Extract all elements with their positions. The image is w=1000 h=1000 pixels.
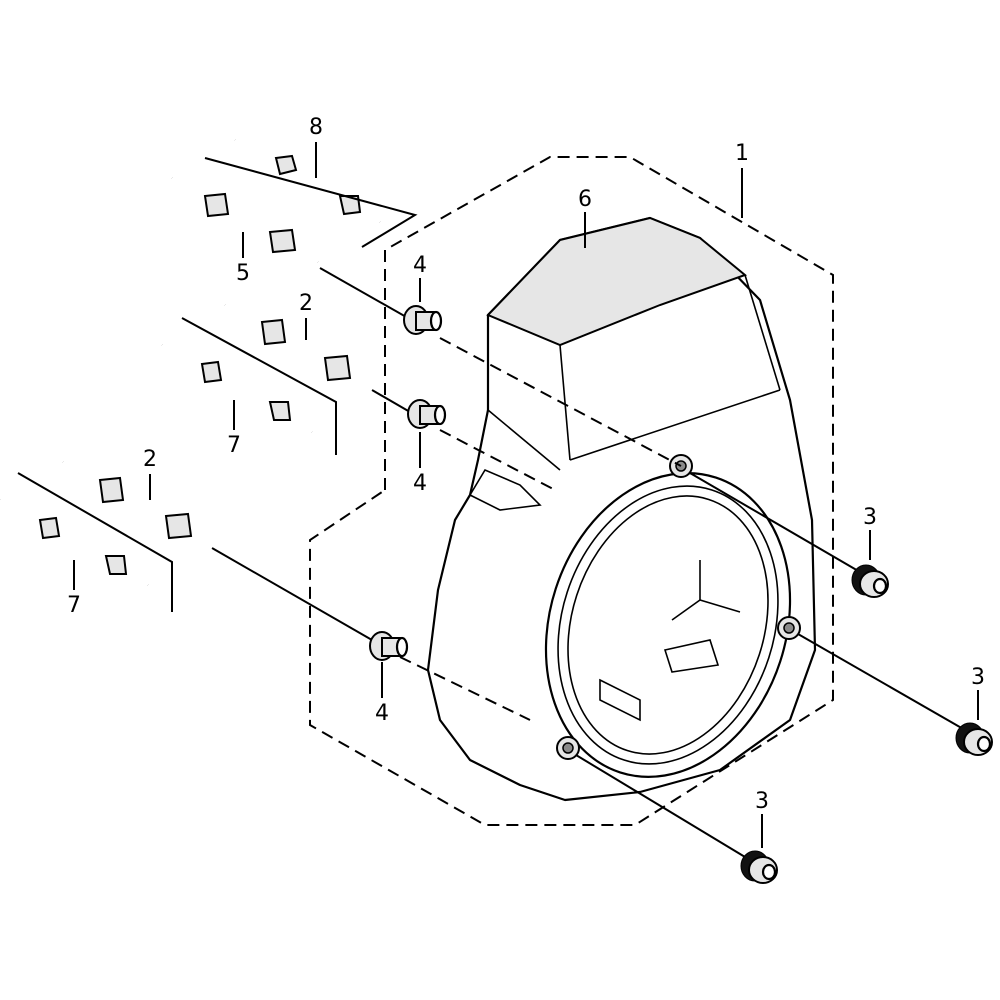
callout-2-upper: 2 <box>299 291 313 316</box>
collar-4-bottom <box>369 631 409 661</box>
callout-2-lower: 2 <box>143 447 157 472</box>
callout-labels: 1 6 8 5 2 7 2 7 4 4 4 3 3 3 <box>67 115 985 814</box>
stud-bolt-7-upper <box>161 343 313 434</box>
stud-bolt-2-lower <box>62 460 213 550</box>
leader-lines <box>73 142 979 848</box>
stud-bolt-7-lower <box>0 498 149 587</box>
stud-bolt-2-upper <box>224 303 373 392</box>
callout-5: 5 <box>236 261 250 286</box>
callout-3-b: 3 <box>971 665 985 690</box>
stud-bolt-5 <box>171 176 319 264</box>
callout-8: 8 <box>309 115 323 140</box>
assembly-lines <box>211 267 966 861</box>
group-brackets <box>17 157 418 612</box>
assembly-boundary <box>309 156 834 826</box>
fan-shroud <box>426 216 817 802</box>
flange-nut-3-a <box>851 564 889 598</box>
flange-nut-3-b <box>955 722 993 756</box>
collar-4-top <box>403 305 443 335</box>
callout-7-lower: 7 <box>67 593 81 618</box>
callout-6: 6 <box>578 187 592 212</box>
callout-3-c: 3 <box>755 789 769 814</box>
callout-3-a: 3 <box>863 505 877 530</box>
callout-7-upper: 7 <box>227 433 241 458</box>
stud-bolt-8 <box>234 138 381 224</box>
callout-1: 1 <box>735 141 749 166</box>
callout-4-middle: 4 <box>413 471 427 496</box>
flange-nut-3-c <box>740 850 778 884</box>
callout-4-bottom: 4 <box>375 701 389 726</box>
callout-4-top: 4 <box>413 253 427 278</box>
collar-4-middle <box>407 399 447 429</box>
